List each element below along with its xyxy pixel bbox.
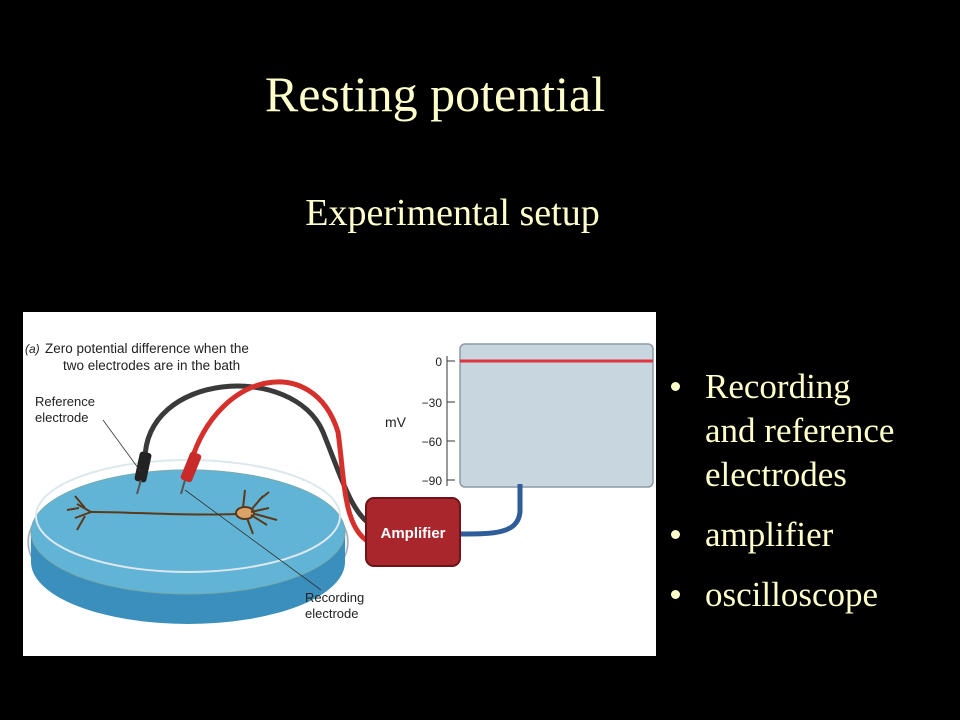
recording-pointer [184, 489, 322, 591]
caption-line-2: two electrodes are in the bath [63, 358, 240, 373]
slide-title: Resting potential [264, 66, 606, 122]
experimental-setup-figure: (a) Zero potential difference when the t… [23, 312, 656, 656]
amplifier-label: Amplifier [380, 525, 445, 542]
reference-electrode [134, 451, 152, 495]
y-ticks: 0 −30 −60 −90 [422, 355, 455, 488]
tick-label-0: 0 [435, 355, 442, 369]
setup-diagram: (a) Zero potential difference when the t… [25, 341, 654, 624]
recording-electrode [180, 451, 202, 495]
reference-wire [142, 383, 377, 530]
bullet-dot-icon [671, 590, 680, 599]
tick-label-90: −90 [422, 474, 443, 488]
reference-label-line-1: Reference [35, 394, 95, 409]
bullet-dot-icon [671, 530, 680, 539]
bullet-oscilloscope: oscilloscope [665, 573, 955, 617]
bullet-electrodes-line-2: and reference [705, 411, 895, 450]
oscilloscope-screen [459, 343, 654, 488]
caption-line-1: Zero potential difference when the [45, 341, 249, 356]
tick-label-60: −60 [422, 435, 443, 449]
bullet-electrodes-line-3: electrodes [705, 455, 847, 494]
bullet-dot-icon [671, 382, 680, 391]
bullet-electrodes-line-1: Recording [705, 367, 851, 406]
amplifier-box [365, 497, 461, 567]
panel-letter: (a) [25, 342, 40, 356]
petri-dish [27, 459, 349, 624]
bullet-oscilloscope-text: oscilloscope [705, 575, 879, 614]
reference-pointer [102, 419, 142, 473]
bullet-amplifier-text: amplifier [705, 515, 834, 554]
slide-subtitle: Experimental setup [305, 192, 600, 234]
neuron [66, 489, 278, 535]
reference-label-line-2: electrode [35, 410, 88, 425]
tick-label-30: −30 [422, 396, 443, 410]
bullet-electrodes: Recording and reference electrodes [665, 365, 955, 497]
scope-cable [459, 484, 523, 537]
recording-wire [188, 379, 375, 547]
bullet-list: Recording and reference electrodes ampli… [665, 365, 955, 633]
recording-label-line-2: electrode [305, 606, 358, 621]
bullet-amplifier: amplifier [665, 513, 955, 557]
axis-unit-label: mV [385, 414, 407, 430]
recording-label-line-1: Recording [305, 590, 364, 605]
